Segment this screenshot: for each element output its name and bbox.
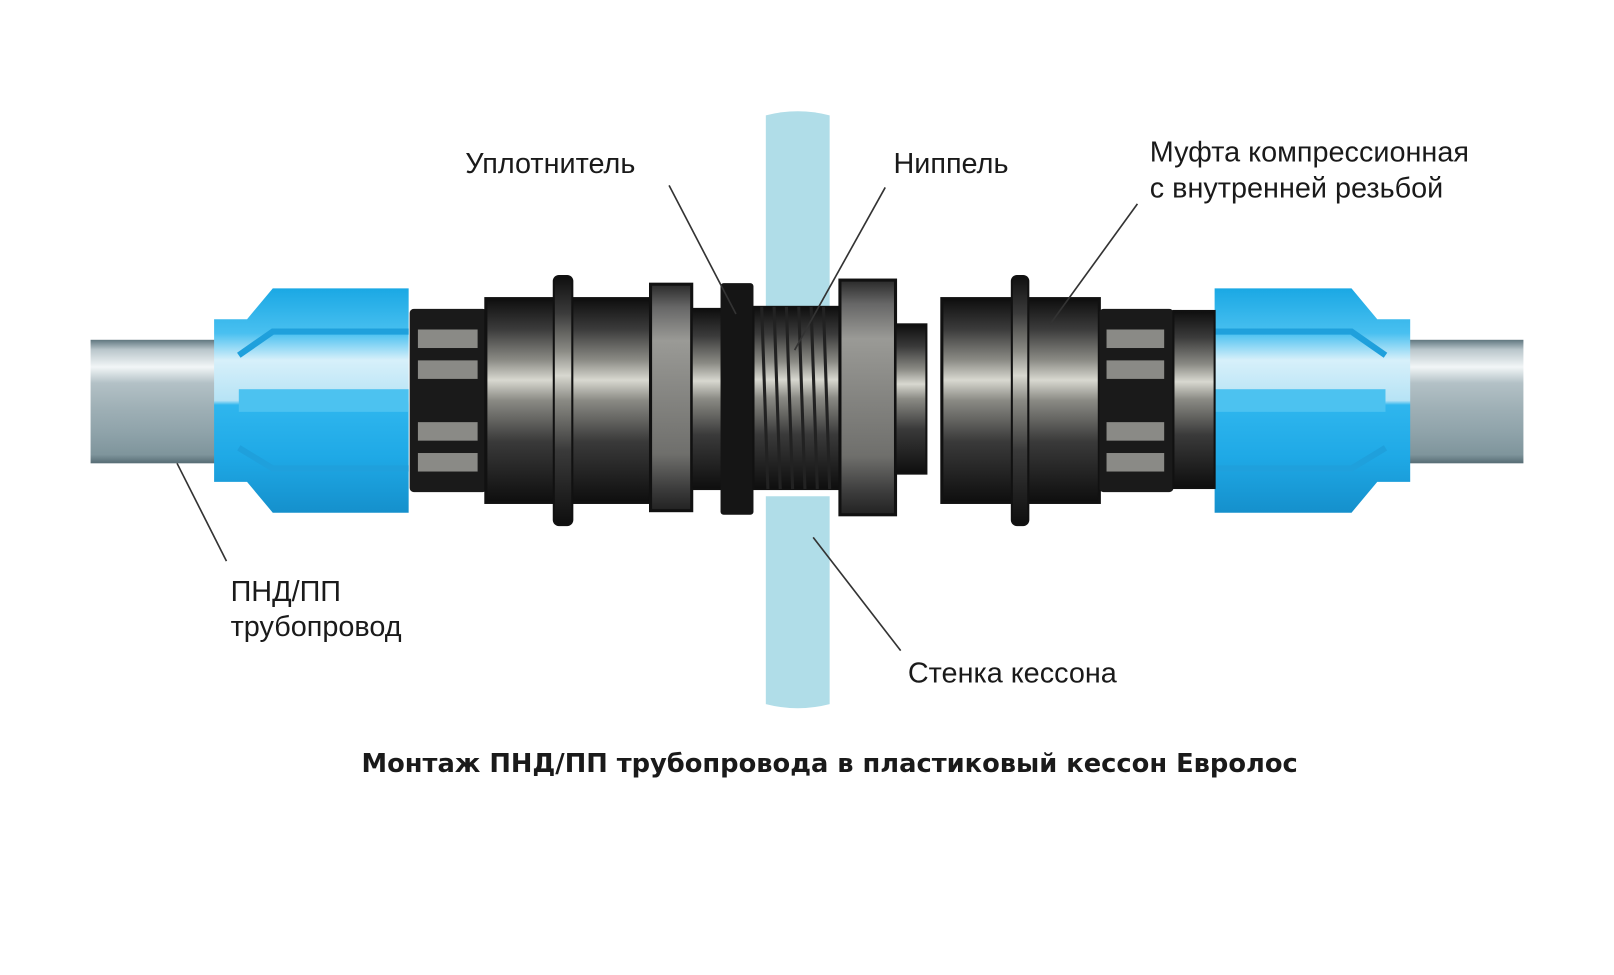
label-nipple: Ниппель [893,148,1008,180]
right-coupling-body [940,274,1101,527]
left-thread [690,307,724,491]
left-pipe [90,339,220,464]
caisson-wall [765,111,830,709]
left-clamp-nut [409,308,487,493]
right-pipe [1399,339,1524,464]
left-coupling-body [484,274,653,527]
label-pipe-line1: ПНД/ПП [231,576,341,608]
label-wall: Стенка кессона [908,658,1118,690]
left-hex-nut [648,282,694,513]
gasket [720,283,754,515]
label-pipe-line2: трубопровод [231,611,402,643]
label-coupling-line2: с внутренней резьбой [1150,173,1444,205]
label-gasket: Уплотнитель [465,148,635,180]
right-compression-fitting [1214,288,1411,513]
right-thread-stub [894,323,928,475]
leader-pipe [176,462,228,562]
right-thread [1172,309,1216,490]
right-clamp-nut [1099,308,1174,493]
nipple [752,305,844,491]
diagram-caption: Монтаж ПНД/ПП трубопровода в пластиковый… [362,749,1298,779]
right-hex-nut [838,278,898,517]
leader-gasket [668,185,737,315]
label-coupling-line1: Муфта компрессионная [1150,137,1469,169]
left-compression-fitting [214,288,409,513]
leader-coupling [1049,203,1139,325]
leader-nipple [793,187,886,351]
leader-wall [812,536,902,652]
